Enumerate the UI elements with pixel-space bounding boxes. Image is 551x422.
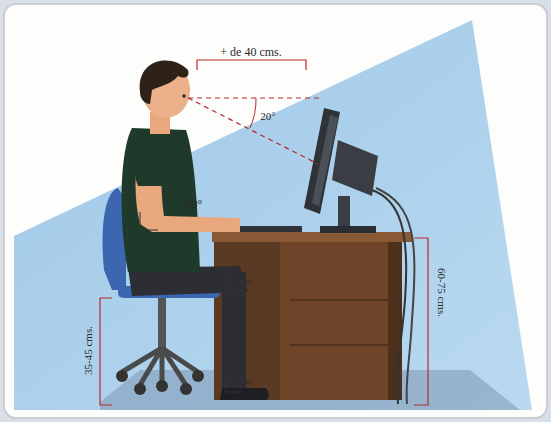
angle-label: 90 <box>244 278 253 287</box>
height-dimension: 35-45 cms. <box>82 326 93 375</box>
height-dimension: 60-75 cms. <box>435 268 446 317</box>
angle-label: 90 <box>244 378 253 387</box>
angle-label: 20° <box>260 111 275 122</box>
angle-label: 90° <box>186 198 203 210</box>
distance-dimension: + de 40 cms. <box>220 46 281 58</box>
